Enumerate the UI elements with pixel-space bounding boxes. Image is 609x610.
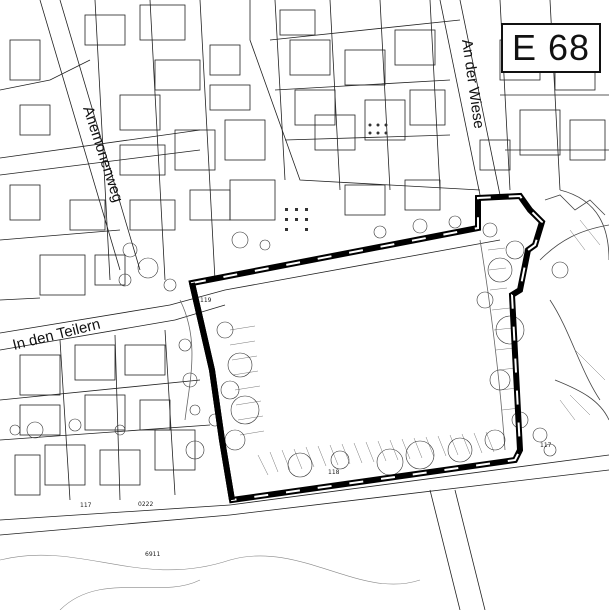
street-label-anemonenweg: Anemonenweg — [79, 104, 126, 204]
street-label-an-der-wiese: An der Wiese — [458, 38, 487, 130]
parcel-number-118: 118 — [328, 469, 340, 476]
parcel-number-117-east: 117 — [540, 442, 552, 449]
parcel-number-0222: 0222 — [138, 501, 153, 508]
parcel-number-117: 117 — [80, 502, 92, 509]
parcel-number-119: 119 — [200, 297, 212, 304]
tree-symbols — [9, 215, 569, 478]
planted-strip-hatching — [229, 219, 606, 476]
plan-id-box: E 68 — [501, 23, 601, 73]
plan-id-label: E 68 — [511, 27, 591, 68]
street-label-in-den-teilern: In den Teilern — [11, 316, 102, 354]
parcel-number-6911: 6911 — [145, 551, 160, 558]
survey-points — [285, 123, 388, 231]
planning-boundary — [188, 192, 546, 504]
